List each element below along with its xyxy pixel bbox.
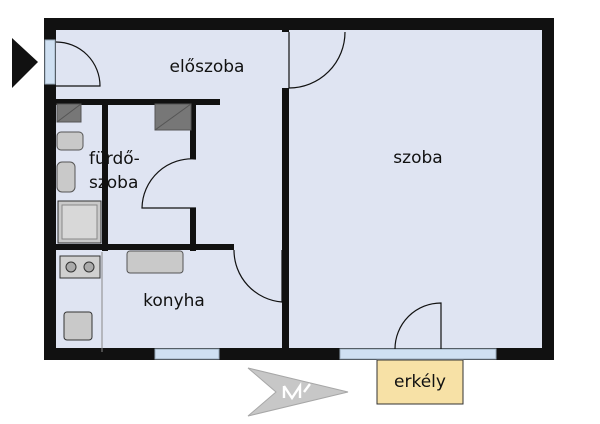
kitchen-window bbox=[154, 348, 220, 360]
door-swings bbox=[55, 31, 442, 350]
entrance-door-opening bbox=[44, 39, 56, 85]
fixtures bbox=[56, 103, 192, 352]
room-label-bath-line2: szoba bbox=[89, 173, 138, 193]
windows bbox=[44, 39, 497, 360]
room-label-hall: előszoba bbox=[170, 57, 245, 77]
stove-icon bbox=[59, 255, 101, 279]
sink-icon bbox=[56, 161, 76, 193]
room-label-room: szoba bbox=[393, 148, 442, 168]
room-label-balcony: erkély bbox=[394, 372, 446, 392]
entrance-arrow-icon bbox=[12, 38, 38, 88]
room-label-bath-line1: fürdő- bbox=[89, 149, 140, 169]
toilet-icon bbox=[56, 131, 84, 151]
floor bbox=[50, 24, 547, 354]
kitchen-sink-icon bbox=[63, 311, 93, 341]
balcony-box bbox=[376, 359, 464, 405]
interior-walls bbox=[56, 24, 289, 350]
room-label-kitchen: konyha bbox=[143, 291, 205, 311]
north-arrow-icon bbox=[247, 367, 349, 417]
room-window bbox=[339, 348, 497, 360]
table-icon bbox=[126, 250, 184, 274]
